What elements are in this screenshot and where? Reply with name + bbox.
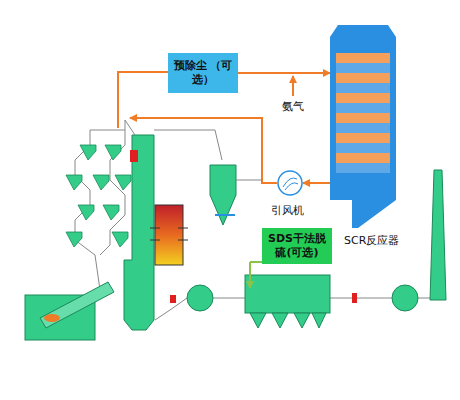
box-label: SDS干法脱硫(可选) [265, 232, 329, 260]
flow-arrow [238, 72, 330, 74]
flow-arrow [303, 182, 330, 184]
process-box: SDS干法脱硫(可选) [262, 228, 332, 264]
scr-outline [330, 25, 396, 230]
process-box: 预除尘 （可选） [168, 53, 238, 93]
box-label: 预除尘 （可选） [171, 59, 235, 87]
scr-reactor: SCR反应器 [330, 25, 396, 200]
fan-outline [277, 170, 303, 196]
fan-symbol: 引风机 [277, 170, 303, 196]
equipment-label: SCR反应器 [344, 233, 399, 248]
gas-label: 氨气 [282, 99, 304, 114]
equipment-label: 引风机 [271, 203, 304, 218]
